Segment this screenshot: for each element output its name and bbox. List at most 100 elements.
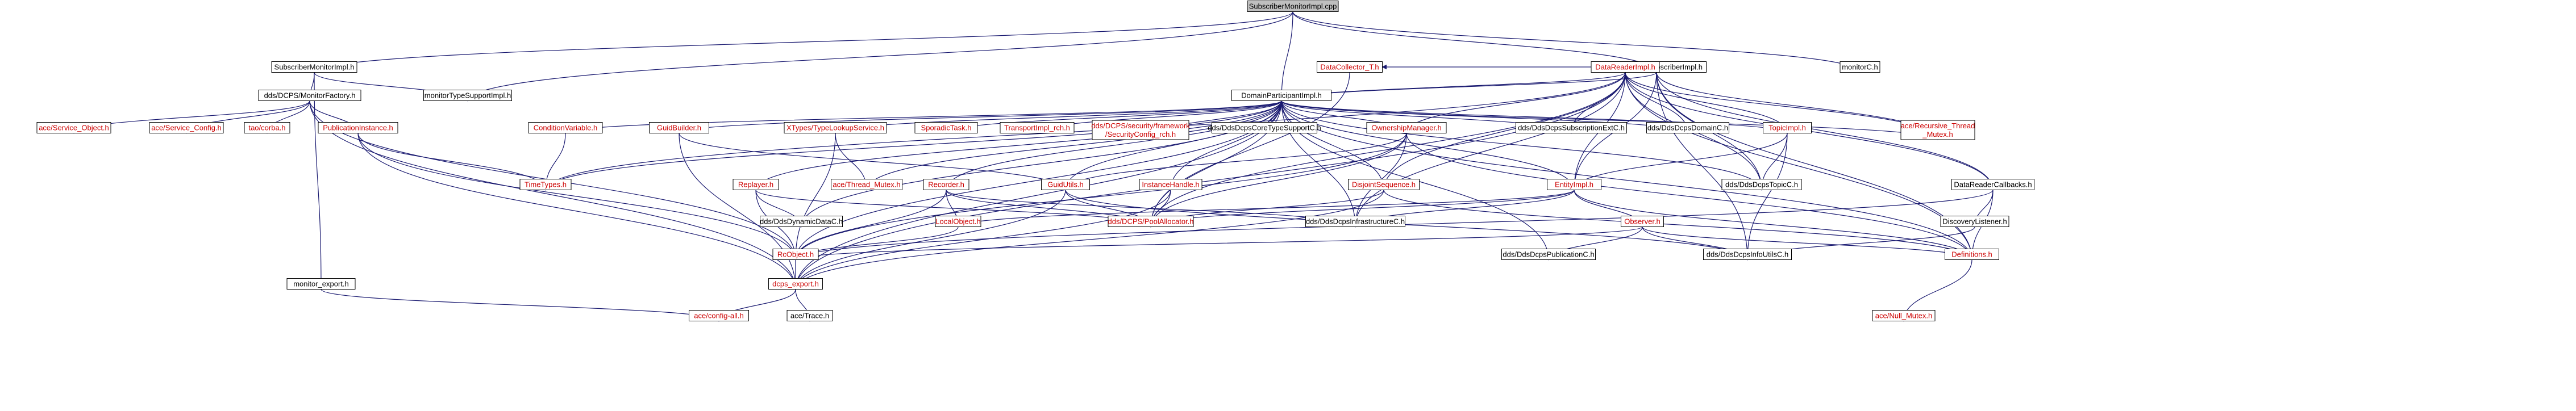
node-box [1516, 122, 1627, 133]
node-label: SubscriberMonitorImpl.cpp [1249, 2, 1337, 11]
node-label: monitorC.h [1842, 63, 1878, 72]
node-drcb[interactable]: DataReaderCallbacks.h [1951, 179, 2034, 190]
node-label: OwnershipManager.h [1371, 124, 1442, 132]
node-monfac_h[interactable]: dds/DCPS/MonitorFactory.h [258, 90, 361, 101]
node-layer: SubscriberMonitorImpl.cppSubscriberMonit… [36, 1, 2034, 321]
node-monitorc[interactable]: monitorC.h [1840, 61, 1880, 73]
node-xtlookup[interactable]: XTypes/TypeLookupService.h [784, 122, 887, 133]
node-dispseq[interactable]: DisjointSequence.h [1348, 179, 1420, 190]
edge-pubinst-to-dcpsexport [357, 133, 798, 290]
node-guidbuilder[interactable]: GuidBuilder.h [649, 122, 709, 133]
node-label: monitor_export.h [293, 280, 349, 288]
node-svc_cfg[interactable]: ace/Service_Config.h [149, 122, 224, 133]
node-label: dds/DdsDcpsInfrastructureC.h [1306, 217, 1405, 226]
node-infrac[interactable]: dds/DdsDcpsInfrastructureC.h [1305, 216, 1405, 227]
node-infoutils[interactable]: dds/DdsDcpsInfoUtilsC.h [1703, 249, 1792, 260]
node-poolalloc[interactable]: dds/DCPS/PoolAllocator.h [1108, 216, 1194, 227]
node-entityimpl[interactable]: EntityImpl.h [1547, 179, 1601, 190]
node-box [1840, 61, 1880, 73]
node-box [831, 179, 902, 190]
node-box [271, 61, 357, 73]
node-box [1951, 179, 2034, 190]
node-box [149, 122, 224, 133]
node-dri_h[interactable]: DataReaderImpl.h [1591, 61, 1660, 73]
node-definitions[interactable]: Definitions.h [1945, 249, 1999, 260]
node-label: DiscoveryListener.h [1942, 217, 2007, 226]
node-topicc[interactable]: dds/DdsDcpsTopicC.h [1721, 179, 1802, 190]
node-label: dds/DdsDcpsDomainC.h [1647, 124, 1728, 132]
node-observer[interactable]: Observer.h [1621, 216, 1664, 227]
node-box [1547, 179, 1601, 190]
edge-dri_h-to-poolalloc [1148, 72, 1626, 228]
node-topicimpl[interactable]: TopicImpl.h [1763, 122, 1812, 133]
node-box [258, 90, 361, 101]
node-label: Replayer.h [738, 181, 773, 189]
node-acemutex[interactable]: ace/Thread_Mutex.h [831, 179, 902, 190]
node-condvar[interactable]: ConditionVariable.h [528, 122, 603, 133]
node-rcobject[interactable]: RcObject.h [772, 249, 819, 260]
node-guidutils[interactable]: GuidUtils.h [1041, 179, 1090, 190]
node-subextc[interactable]: dds/DdsDcpsSubscriptionExtC.h [1516, 122, 1627, 133]
node-dcpsexport[interactable]: dcps_export.h [768, 278, 823, 290]
node-dct_h[interactable]: DataCollector_T.h [1317, 61, 1383, 73]
node-localobj[interactable]: LocalObject.h [935, 216, 981, 227]
node-label: /SecurityConfig_rch.h [1105, 130, 1176, 139]
node-svc_obj[interactable]: ace/Service_Object.h [36, 122, 111, 133]
node-label: dds/DCPS/PoolAllocator.h [1108, 217, 1193, 226]
node-pubinst[interactable]: PublicationInstance.h [318, 122, 398, 133]
node-replayer[interactable]: Replayer.h [733, 179, 779, 190]
node-dpi_h[interactable]: DomainParticipantImpl.h [1231, 90, 1331, 101]
edge-layer [71, 11, 1996, 322]
node-smi_h[interactable]: SubscriberMonitorImpl.h [271, 61, 357, 73]
edge-root-to-smi_h [311, 11, 1293, 73]
node-box [1940, 216, 2009, 227]
node-box [519, 179, 572, 190]
node-pubc[interactable]: dds/DdsDcpsPublicationC.h [1501, 249, 1596, 260]
node-monexport[interactable]: monitor_export.h [286, 278, 356, 290]
node-box [1212, 122, 1317, 133]
node-box [786, 310, 833, 321]
node-recmutex[interactable]: ace/Recursive_Thread_Mutex.h [1900, 120, 1975, 140]
node-ownermgr[interactable]: OwnershipManager.h [1366, 122, 1447, 133]
node-label: DataReaderCallbacks.h [1954, 181, 2032, 189]
node-label: ace/Trace.h [790, 312, 829, 320]
node-sporadic[interactable]: SporadicTask.h [914, 122, 978, 133]
node-label: LocalObject.h [935, 217, 981, 226]
edge-ownermgr-to-rcobject [793, 133, 1407, 261]
node-label: ace/Service_Config.h [151, 124, 222, 132]
node-label: ace/config-all.h [694, 312, 743, 320]
node-box [1247, 1, 1339, 12]
node-coresupport[interactable]: dds/DdsDcpsCoreTypeSupportC.h [1208, 122, 1321, 133]
node-insthandle[interactable]: InstanceHandle.h [1139, 179, 1202, 190]
node-box [1945, 249, 1999, 260]
node-acetrace[interactable]: ace/Trace.h [786, 310, 833, 321]
node-label: Observer.h [1624, 217, 1661, 226]
node-mtsi_h[interactable]: monitorTypeSupportImpl.h [423, 90, 512, 101]
node-root: SubscriberMonitorImpl.cpp [1247, 1, 1339, 12]
node-label: SubscriberMonitorImpl.h [274, 63, 355, 72]
edge-topicimpl-to-infoutils [1745, 133, 1788, 261]
node-recorder[interactable]: Recorder.h [923, 179, 969, 190]
node-box [1366, 122, 1447, 133]
node-label: dds/DdsDcpsInfoUtilsC.h [1707, 250, 1789, 259]
node-tao_orb[interactable]: tao/corba.h [244, 122, 290, 133]
edge-subimpl_h-to-dpi_h [1279, 72, 1657, 102]
node-label: DataReaderImpl.h [1595, 63, 1655, 72]
node-label: DomainParticipantImpl.h [1241, 91, 1322, 100]
node-domainc[interactable]: dds/DdsDcpsDomainC.h [1646, 122, 1729, 133]
node-label: XTypes/TypeLookupService.h [786, 124, 884, 132]
node-timetypes[interactable]: TimeTypes.h [519, 179, 572, 190]
node-transport_rch[interactable]: TransportImpl_rch.h [1000, 122, 1075, 133]
node-configall[interactable]: ace/config-all.h [689, 310, 749, 321]
node-box [1703, 249, 1792, 260]
node-disclistener[interactable]: DiscoveryListener.h [1940, 216, 2009, 227]
node-seccfg[interactable]: dds/DCPS/security/framework/SecurityConf… [1091, 120, 1190, 140]
node-label: dds/DdsDynamicDataC.h [760, 217, 843, 226]
node-dyndatac[interactable]: dds/DdsDynamicDataC.h [760, 216, 843, 227]
node-nullmutex[interactable]: ace/Null_Mutex.h [1872, 310, 1936, 321]
node-label: dds/DdsDcpsSubscriptionExtC.h [1518, 124, 1625, 132]
node-label: tao/corba.h [248, 124, 285, 132]
node-label: Recorder.h [928, 181, 964, 189]
node-label: DisjointSequence.h [1352, 181, 1416, 189]
